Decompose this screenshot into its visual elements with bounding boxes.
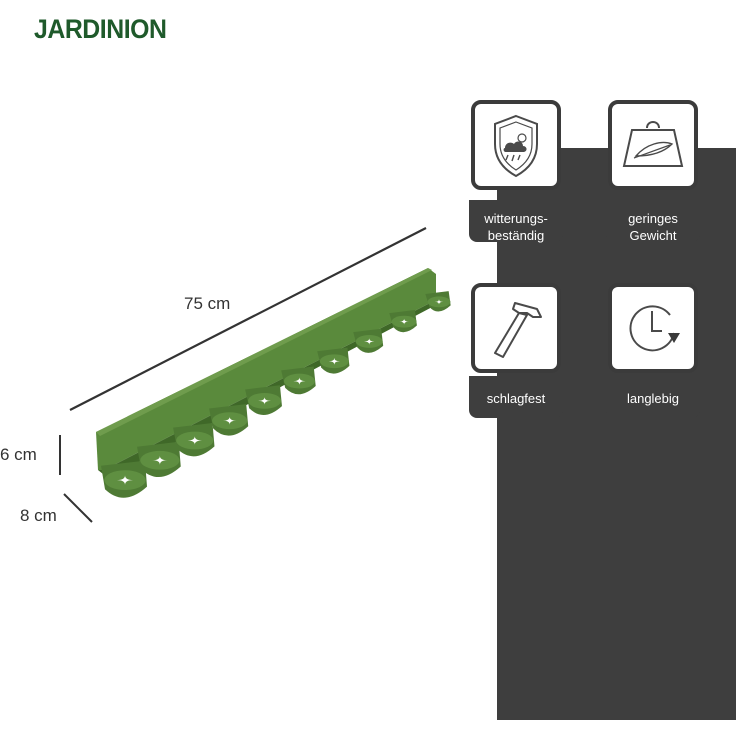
- edging-tab-hole: [222, 416, 237, 425]
- edging-tab-hole: [152, 455, 168, 465]
- weather-resistant-label-box: [469, 200, 563, 242]
- impact-resistant-label: schlagfest: [486, 391, 546, 406]
- impact-resistant-label-box: [469, 376, 563, 418]
- length-dimension-line: [69, 227, 427, 411]
- brand-logo: JARDINION: [34, 14, 167, 44]
- edging-tab: [281, 366, 316, 395]
- edging-tab: [353, 328, 384, 353]
- impact-resistant-icon-box: [471, 283, 561, 373]
- edging-tab: [173, 422, 215, 457]
- edging-tab-hole: [258, 397, 271, 405]
- weather-resistant-icon-box: [471, 100, 561, 190]
- edging-tab: [137, 441, 181, 478]
- edging-tab: [389, 309, 417, 333]
- edging-tab: [317, 347, 350, 374]
- feather-weight-icon: [622, 121, 684, 167]
- feature-panel-background: [497, 148, 736, 720]
- clock-icon: [629, 305, 680, 352]
- edging-tab: [209, 404, 249, 436]
- edging-tab: [425, 291, 451, 312]
- height-label: 6 cm: [0, 445, 37, 464]
- edging-tab: [245, 385, 282, 415]
- light-weight-label-box: [606, 200, 700, 242]
- edging-tab-hole: [399, 318, 409, 325]
- light-weight-icon-box: [608, 100, 698, 190]
- depth-dimension-line: [63, 493, 93, 523]
- depth-label: 8 cm: [20, 506, 57, 525]
- edging-tab-hole: [364, 338, 375, 345]
- edging-tab: [101, 460, 147, 498]
- edging-tab-hole: [434, 299, 444, 305]
- hammer-icon: [494, 302, 542, 358]
- edging-tab-hole: [328, 357, 340, 365]
- edging-tab-hole: [187, 436, 202, 445]
- long-lasting-icon-box: [608, 283, 698, 373]
- long-lasting-label: langlebig: [626, 391, 680, 406]
- edging-tabs: [101, 291, 451, 498]
- long-lasting-label-box: [606, 376, 700, 418]
- weather-shield-icon: [494, 114, 538, 178]
- weather-resistant-label: witterungs-beständig: [484, 211, 548, 243]
- edging-back-wall: [96, 268, 436, 470]
- length-label: 75 cm: [184, 294, 231, 313]
- edging-tab-hole: [117, 475, 133, 485]
- edging-tab-hole: [293, 377, 306, 385]
